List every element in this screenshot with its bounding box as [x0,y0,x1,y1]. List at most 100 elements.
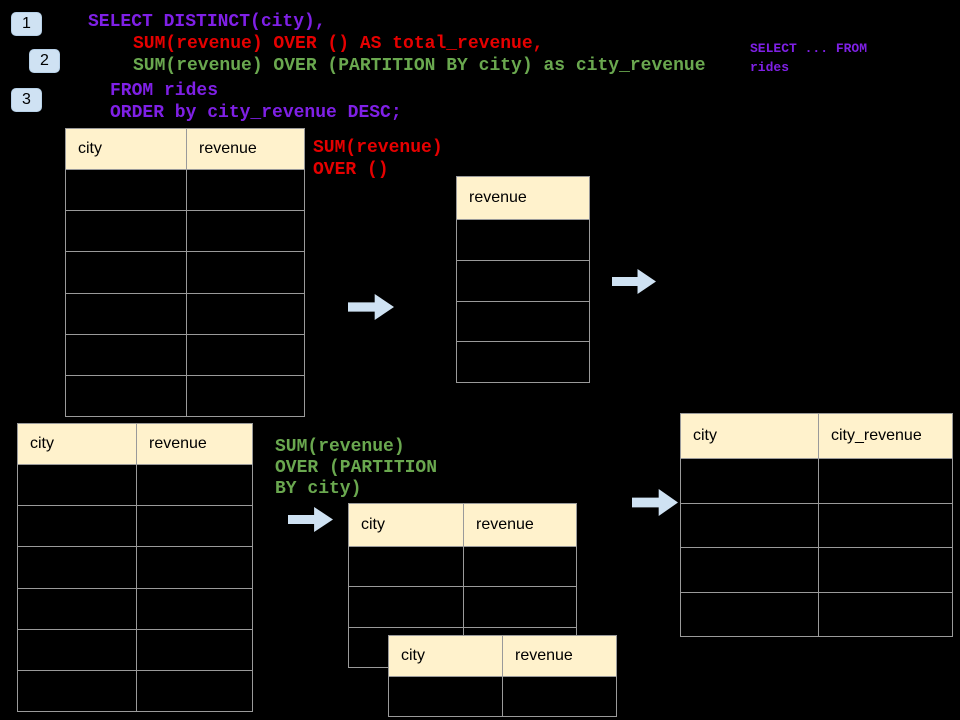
table-row [349,586,576,627]
table-cell [818,459,952,503]
table-row [457,220,589,260]
table-cell [502,677,616,716]
annotation-partition-line2: OVER (PARTITION [275,458,438,478]
column-header-revenue: revenue [502,636,616,676]
column-header-city: city [30,435,54,452]
table-header-row: city revenue [66,129,304,170]
from-note-line1: SELECT ... FROM [750,41,868,56]
table-cell [18,630,136,670]
table-cell [186,211,304,252]
table-partition-front: city revenue [388,635,617,717]
table-cell [18,589,136,629]
column-header-city: city [401,647,425,664]
table-body [18,465,252,712]
table-row [681,459,952,503]
table-cell [136,547,252,588]
arrow-right-icon [288,507,333,532]
table-source-bottom: city revenue [17,423,253,712]
table-cell [818,592,952,636]
step-badge-1: 1 [11,12,42,36]
column-header-revenue: revenue [463,504,576,546]
table-cell [66,252,186,292]
table-cell [349,547,463,586]
table-cell [136,465,252,506]
table-row [18,587,252,629]
table-source-top: city revenue [65,128,305,417]
table-row [66,374,304,417]
table-row [457,341,589,382]
table-total-revenue: revenue [456,176,590,383]
column-header-city: city [693,427,717,444]
table-row [18,669,252,712]
column-header-revenue: revenue [469,189,527,206]
table-cell [186,293,304,334]
arrow-right-icon [612,269,656,294]
annotation-partition-line3: BY city) [275,479,362,499]
table-cell [457,220,589,260]
table-header-row: city city_revenue [681,414,952,459]
table-cell [349,587,463,626]
table-cell [66,294,186,334]
arrow-right-icon [632,489,678,516]
table-cell [66,170,186,210]
table-cell [66,211,186,251]
step-badge-label: 3 [22,91,31,108]
column-header-city-revenue: city_revenue [818,414,952,458]
table-header-row: revenue [457,177,589,220]
column-header-city: city [361,516,385,533]
table-cell [136,506,252,547]
table-row [18,628,252,670]
table-cell [463,587,576,627]
table-result: city city_revenue [680,413,953,637]
table-row [349,547,576,587]
table-body [681,459,952,636]
table-cell [681,459,818,503]
table-cell [186,252,304,293]
table-row [457,300,589,342]
table-cell [681,593,818,637]
column-header-revenue: revenue [186,129,304,169]
table-cell [136,588,252,629]
table-cell [18,547,136,587]
table-row [18,546,252,588]
sql-line-partition: SUM(revenue) OVER (PARTITION BY city) as… [133,56,706,76]
table-header-row: city revenue [389,636,616,677]
table-row [18,505,252,547]
table-cell [136,629,252,670]
table-cell [18,465,136,505]
table-cell [457,342,589,382]
table-cell [66,376,186,416]
sql-line-from: FROM rides [110,81,219,101]
step-badge-2: 2 [29,49,60,73]
arrow-right-icon [348,294,394,320]
table-cell [186,375,304,417]
table-cell [66,335,186,375]
table-cell [186,170,304,211]
step-badge-3: 3 [11,88,42,112]
annotation-total-line2: OVER () [313,160,389,180]
table-row [66,292,304,334]
table-row [66,333,304,375]
table-cell [457,261,589,301]
sql-line-select: SELECT DISTINCT(city), [88,12,326,32]
sql-line-total: SUM(revenue) OVER () AS total_revenue, [133,34,544,54]
table-row [18,465,252,506]
table-row [681,502,952,548]
column-header-city: city [78,140,102,157]
table-header-row: city revenue [349,504,576,547]
table-row [66,210,304,252]
from-note-line2: rides [750,60,790,75]
table-row [457,259,589,301]
table-cell [463,547,576,587]
table-cell [457,302,589,342]
table-row [681,547,952,592]
table-cell [818,503,952,547]
table-cell [186,334,304,375]
table-row [389,677,616,716]
table-row [66,170,304,211]
step-badge-label: 1 [22,15,31,32]
annotation-partition-line1: SUM(revenue) [275,437,405,457]
table-cell [818,548,952,592]
table-cell [681,504,818,548]
